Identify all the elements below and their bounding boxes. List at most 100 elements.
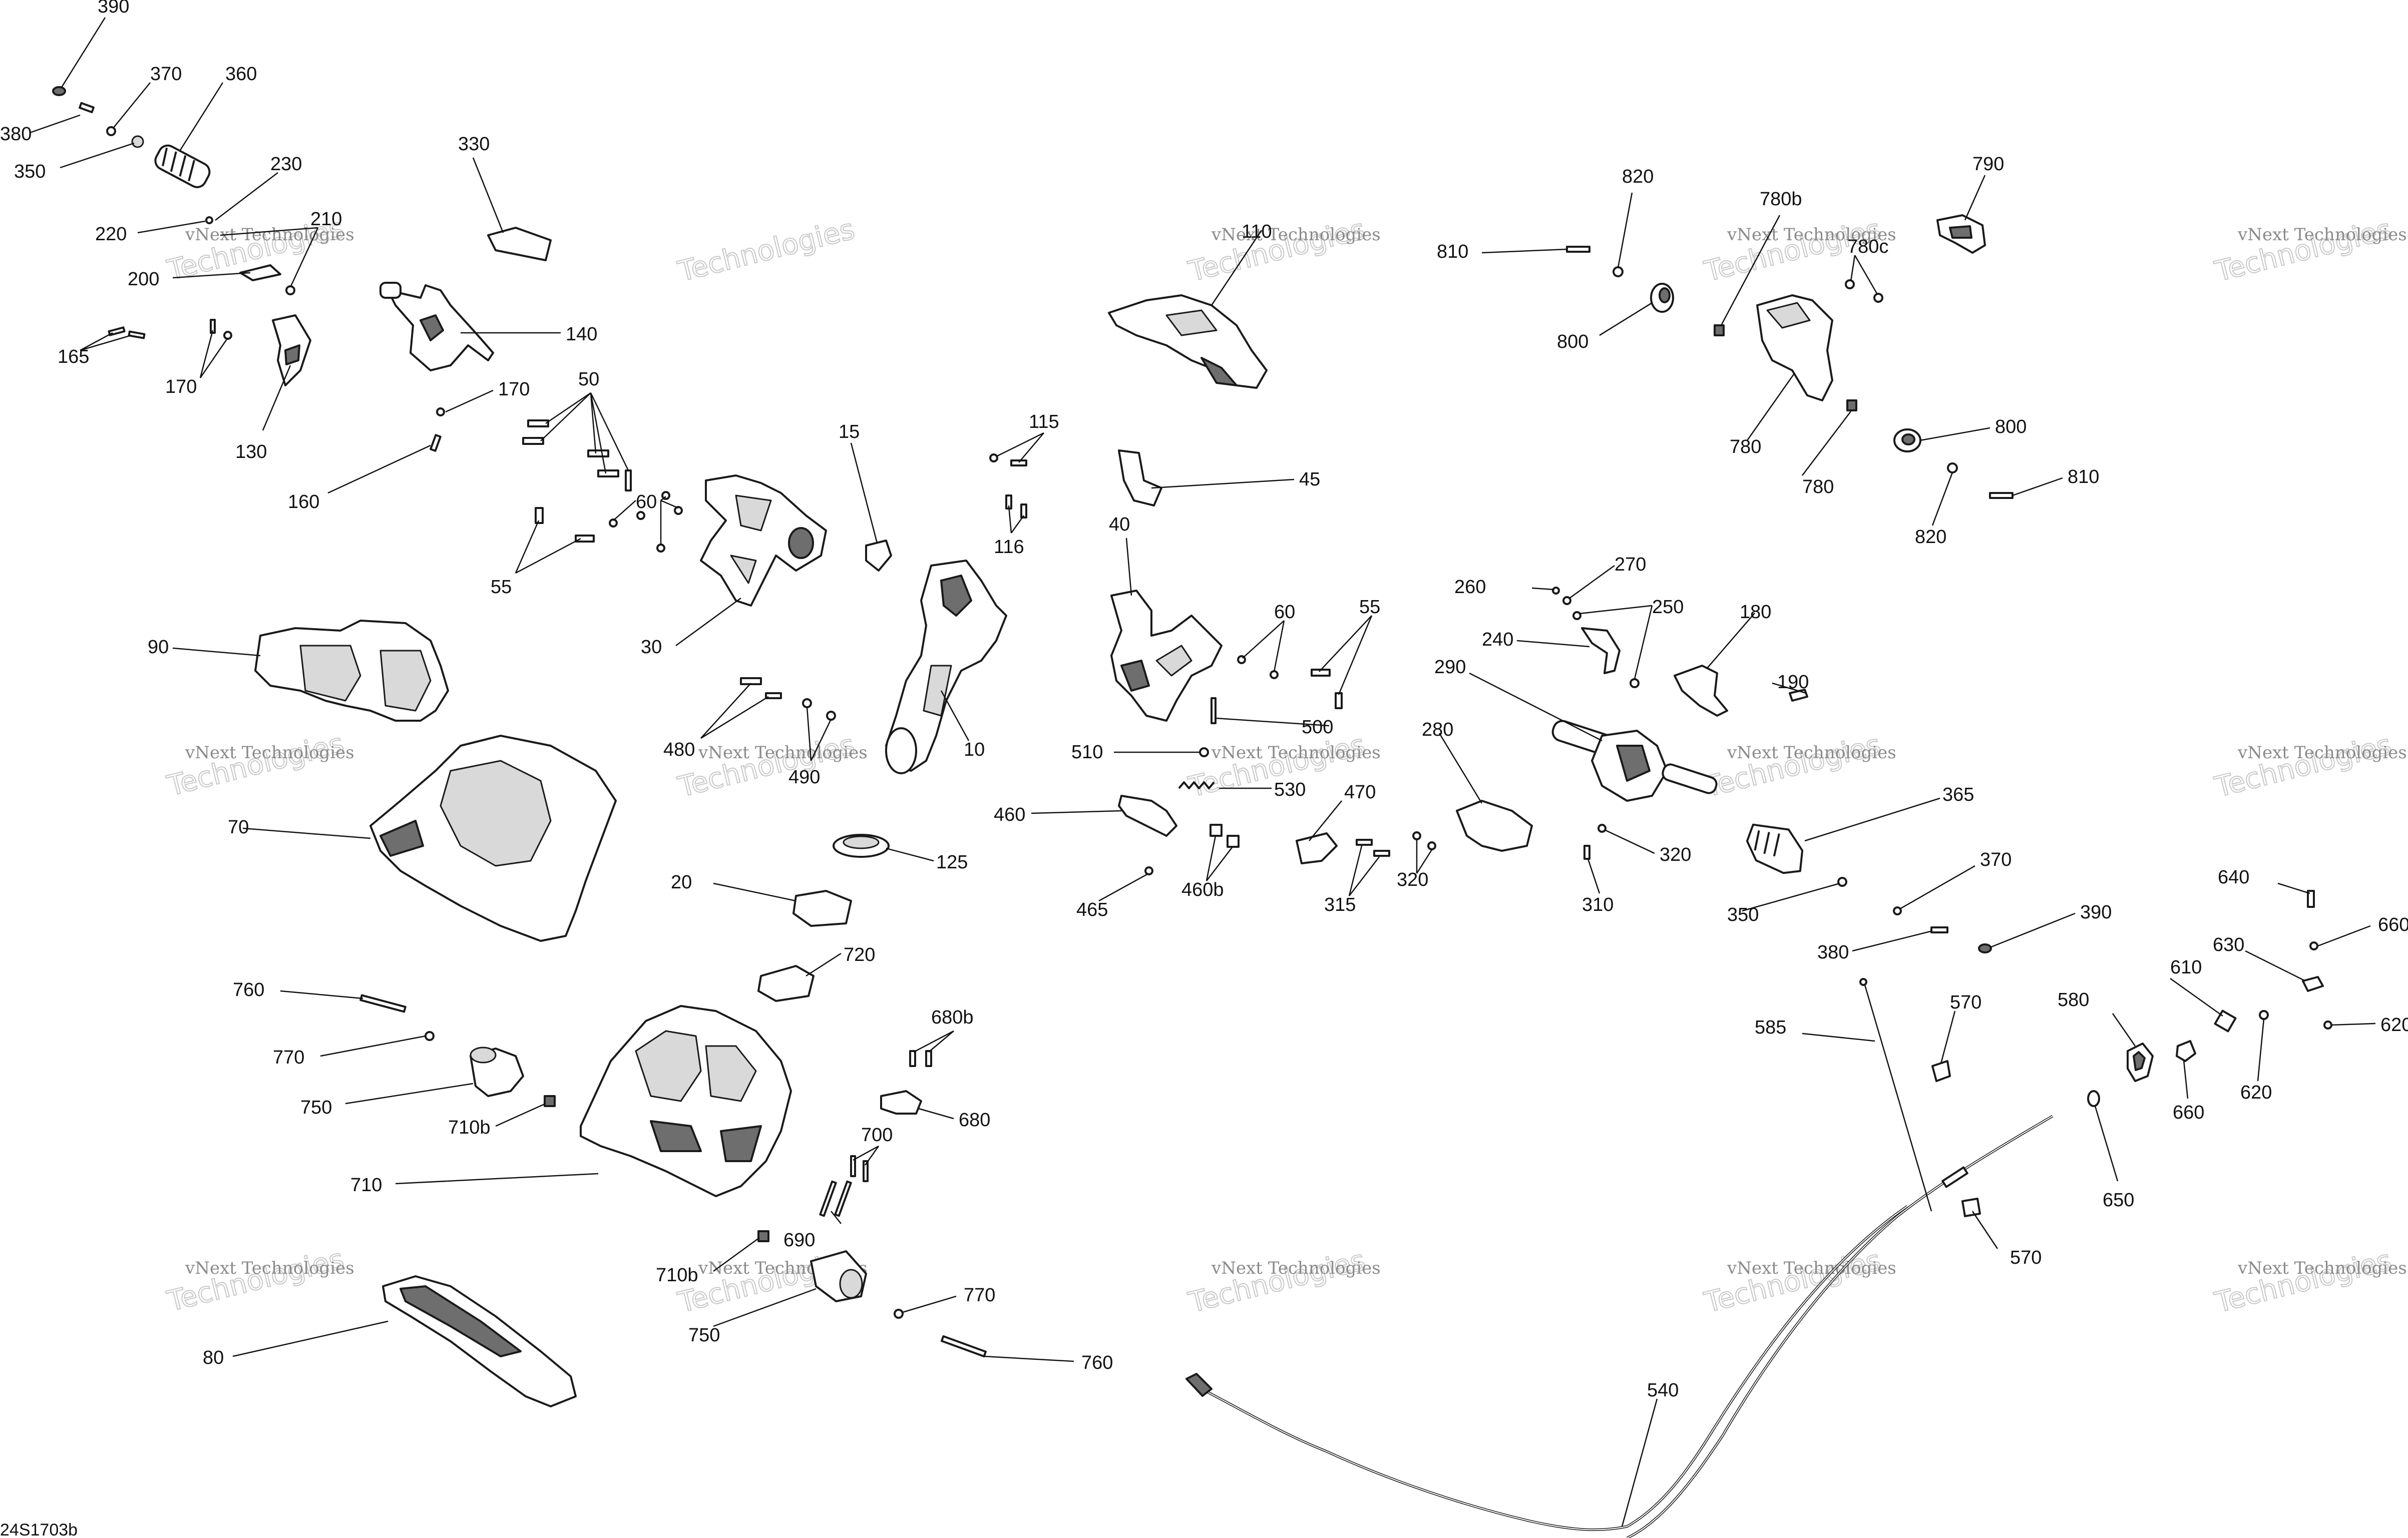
part-465-screw xyxy=(1144,866,1153,875)
callout-label: 470 xyxy=(1344,782,1376,803)
watermark-text: vNext Technologies xyxy=(185,1258,354,1278)
part-390-cap xyxy=(1978,943,1992,953)
callout-label: 780 xyxy=(1730,436,1761,457)
callout-label: 30 xyxy=(641,637,662,658)
callout-label: 60 xyxy=(636,491,657,512)
part-690-pin xyxy=(834,1180,852,1217)
part-660-knob xyxy=(2176,1040,2196,1062)
callout-label: 20 xyxy=(671,872,692,893)
part-800-knob xyxy=(1650,283,1674,313)
part-290-handlebar xyxy=(1551,720,1718,802)
part-690-pin xyxy=(819,1180,837,1217)
svg-text:Technologies: Technologies xyxy=(164,1243,347,1318)
part-55-screw xyxy=(1335,692,1343,709)
callout-label: 800 xyxy=(1995,416,2027,437)
leader-lines xyxy=(30,17,2376,1527)
part-780-box xyxy=(1756,294,1833,401)
callout-label: 465 xyxy=(1076,899,1108,920)
callout-label: 680b xyxy=(931,1007,974,1028)
callout-label: 710b xyxy=(656,1265,698,1286)
part-720-ring xyxy=(757,965,815,1002)
callout-label: 270 xyxy=(1615,554,1646,575)
callout-label: 190 xyxy=(1777,672,1809,693)
callout-label: 760 xyxy=(233,979,264,1000)
part-270-washer xyxy=(1562,596,1571,605)
part-360-grip xyxy=(154,144,211,188)
callout-label: 55 xyxy=(1359,597,1380,618)
callout-label: 690 xyxy=(783,1230,815,1251)
part-50-screw xyxy=(522,437,544,445)
watermark-text: vNext Technologies xyxy=(2237,225,2407,245)
callout-label: 820 xyxy=(1622,166,1654,187)
part-160-screw xyxy=(430,434,442,452)
callout-label: 800 xyxy=(1557,331,1588,352)
callout-label: 500 xyxy=(1302,717,1333,738)
callout-label: 80 xyxy=(203,1347,224,1368)
part-460b-block xyxy=(1227,835,1240,848)
watermark-text: vNext Technologies xyxy=(1727,743,1896,763)
part-170-screw xyxy=(223,331,232,340)
part-710b-nut xyxy=(544,1095,556,1107)
part-680b-screw xyxy=(925,1050,932,1067)
watermark-text: vNext Technologies xyxy=(185,743,354,763)
part-570-clip xyxy=(1931,1060,1951,1082)
part-250-screw xyxy=(1572,611,1581,620)
part-350-nut xyxy=(131,135,144,148)
callout-label: 260 xyxy=(1454,577,1486,598)
callout-label: 40 xyxy=(1109,514,1130,535)
part-770-washer xyxy=(425,1031,435,1041)
part-15-cone xyxy=(865,540,892,572)
part-700-pin xyxy=(850,1155,856,1177)
watermark-text: vNext Technologies xyxy=(1211,1258,1381,1278)
part-490-washer xyxy=(802,698,812,708)
part-80-footrest xyxy=(382,1275,577,1407)
callout-label: 315 xyxy=(1324,894,1356,915)
callout-label: 660 xyxy=(2378,914,2408,935)
callout-label: 350 xyxy=(14,161,46,182)
callout-label: 220 xyxy=(95,224,127,245)
part-60-washer xyxy=(609,519,618,528)
callout-label: 115 xyxy=(1029,411,1059,432)
callout-label: 365 xyxy=(1942,784,1974,805)
watermark-text: vNext Technologies xyxy=(2237,1258,2407,1278)
part-390-cap xyxy=(52,86,66,96)
part-260-screw xyxy=(1552,587,1560,595)
part-780b-nut xyxy=(1846,399,1857,411)
part-55-screw xyxy=(575,535,595,543)
svg-text:Technologies: Technologies xyxy=(1701,729,1884,804)
part-750-grip xyxy=(810,1250,867,1302)
watermark-text: vNext Technologies xyxy=(1211,743,1381,763)
part-50-screw xyxy=(587,449,609,457)
svg-text:Technologies: Technologies xyxy=(1185,1244,1369,1319)
callout-label: 390 xyxy=(98,0,129,17)
callout-label: 60 xyxy=(1274,602,1295,623)
watermark-text: vNext Technologies xyxy=(698,743,868,763)
callout-label: 380 xyxy=(0,124,32,145)
part-10-steering-column xyxy=(885,560,1007,774)
callout-label: 650 xyxy=(2103,1190,2134,1211)
part-380-screw xyxy=(1930,926,1948,933)
part-350-nut xyxy=(1837,877,1847,887)
part-760-pin xyxy=(359,994,407,1013)
part-710-housing xyxy=(580,1005,792,1197)
part-370-washer xyxy=(1893,906,1902,915)
callout-label: 530 xyxy=(1274,779,1306,800)
callout-label: 620 xyxy=(2380,1014,2408,1036)
callout-label: 390 xyxy=(2080,902,2112,923)
callout-label: 15 xyxy=(839,421,860,442)
svg-text:Technologies: Technologies xyxy=(164,727,347,802)
callout-label: 580 xyxy=(2058,989,2089,1010)
callout-label: 165 xyxy=(58,346,89,367)
part-70-lower-cover xyxy=(369,735,617,942)
part-116-screw xyxy=(1020,503,1027,519)
callout-label: 320 xyxy=(1397,869,1428,890)
callout-label: 125 xyxy=(936,852,968,873)
part-220-screw xyxy=(205,216,213,224)
callout-label: 540 xyxy=(1647,1380,1679,1401)
callout-label: 710 xyxy=(350,1175,382,1196)
part-810-screw xyxy=(1566,246,1590,253)
callout-label: 290 xyxy=(1434,657,1466,678)
part-460-lever xyxy=(1118,795,1177,837)
part-45-bracket xyxy=(1118,449,1162,506)
part-585-cable xyxy=(1626,1115,2054,1538)
